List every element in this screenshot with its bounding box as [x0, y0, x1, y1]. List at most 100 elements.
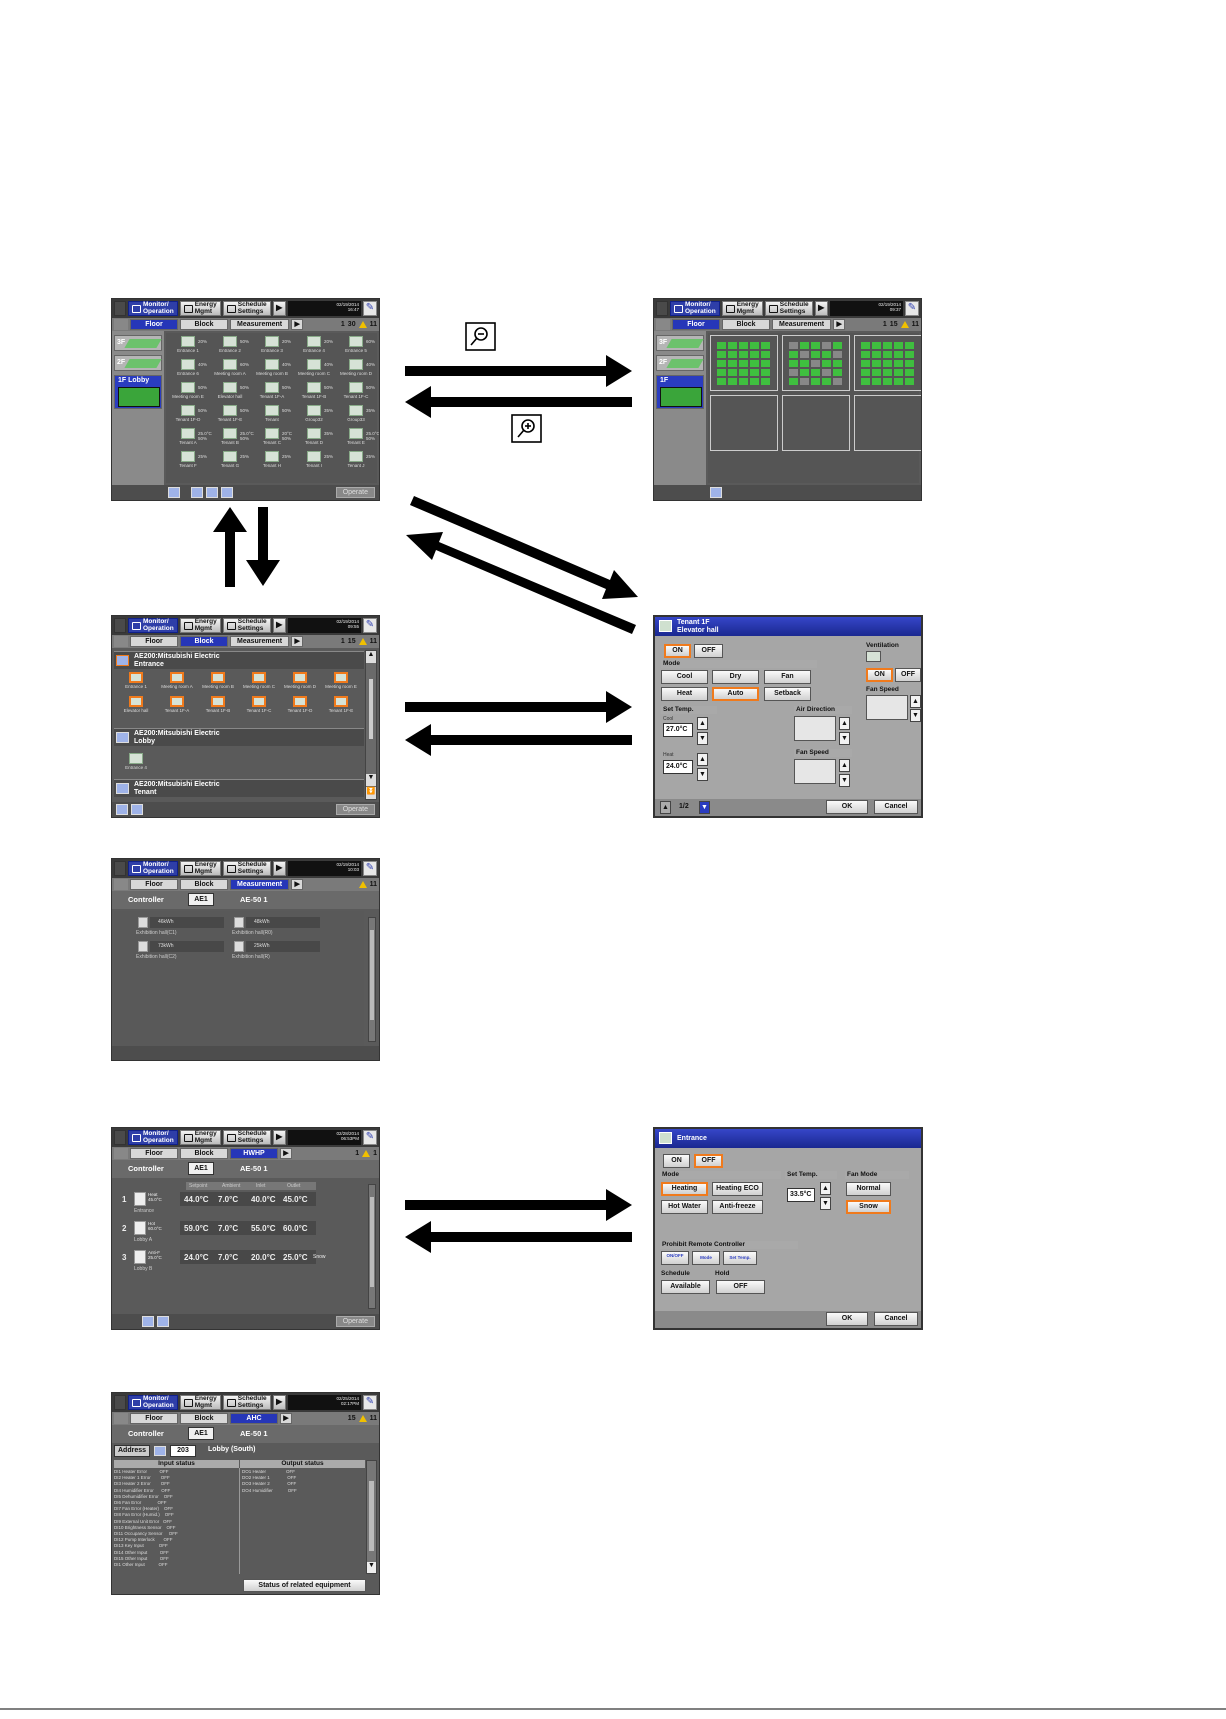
unit-item[interactable]: 50%Tenant 1F-D	[168, 405, 208, 422]
unit-item[interactable]: 50%Tenant 1F-E	[210, 405, 250, 422]
tab-block[interactable]: Block	[180, 636, 228, 647]
monitor-operation-button[interactable]: Monitor/ Operation	[670, 301, 720, 316]
set-temp-down-button[interactable]: ▼	[820, 1197, 831, 1210]
fan-normal-button[interactable]: Normal	[846, 1182, 891, 1196]
overview-block[interactable]	[710, 395, 778, 451]
unit-item[interactable]: Tenant 1F-E	[321, 696, 361, 713]
tab-prev-button[interactable]	[114, 319, 128, 330]
overview-block[interactable]	[854, 335, 921, 391]
unit-item[interactable]: 40%Entrance 6	[168, 359, 208, 376]
cancel-button[interactable]: Cancel	[874, 1312, 918, 1326]
unit-item[interactable]: Entrance 1	[116, 672, 156, 689]
off-button[interactable]: OFF	[694, 644, 723, 658]
operate-button[interactable]: Operate	[335, 804, 375, 815]
unit-entrance-4[interactable]: Entrance 4	[116, 753, 156, 770]
wrench-icon[interactable]: ✎	[905, 301, 919, 316]
mode-auto-button[interactable]: Auto	[712, 687, 759, 701]
unit-item[interactable]: 25%Tenant F	[168, 451, 208, 468]
set-temp-value[interactable]: 33.5°C	[787, 1188, 815, 1202]
zoom-out-icon[interactable]	[168, 487, 180, 498]
back-button[interactable]	[114, 618, 126, 633]
unit-item[interactable]: 25%Tenant J	[336, 451, 376, 468]
unit-item[interactable]: 20%Entrance 4	[294, 336, 334, 353]
schedule-settings-button[interactable]: Schedule Settings	[222, 1130, 271, 1145]
unit-item[interactable]: 50%Entrance 2	[210, 336, 250, 353]
on-button[interactable]: ON	[663, 1154, 690, 1168]
unit-item[interactable]: Tenant 1F-C	[239, 696, 279, 713]
unit-item[interactable]: Meeting room A	[157, 672, 197, 689]
off-button[interactable]: OFF	[694, 1154, 723, 1168]
scroll-thumb[interactable]	[369, 1481, 374, 1551]
unit-item[interactable]: 50%Tenant	[252, 405, 292, 422]
schedule-settings-button[interactable]: Schedule Settings	[222, 618, 271, 633]
back-button[interactable]	[114, 1130, 126, 1145]
set-temp-up-button[interactable]: ▲	[820, 1182, 831, 1195]
energy-mgmt-button[interactable]: Energy Mgmt	[179, 861, 221, 876]
tab-prev-button[interactable]	[114, 1413, 128, 1424]
ventilation-fan-up-button[interactable]: ▲	[910, 695, 921, 708]
scrollbar[interactable]: ▲ ▼ ⏬	[365, 650, 377, 800]
unit-item[interactable]: 25%Tenant H	[252, 451, 292, 468]
unit-item[interactable]: 20%Entrance 3	[252, 336, 292, 353]
tab-prev-button[interactable]	[114, 636, 128, 647]
energy-mgmt-button[interactable]: Energy Mgmt	[179, 1395, 221, 1410]
unit-item[interactable]: Elevator hall	[116, 696, 156, 713]
overview-block[interactable]	[782, 335, 850, 391]
operate-button[interactable]: Operate	[335, 1316, 375, 1327]
unit-item[interactable]: 25.0°C 50%Tenant E	[336, 428, 379, 445]
tab-next-button[interactable]: ▶	[291, 636, 304, 647]
mode-heat-button[interactable]: Heat	[661, 687, 708, 701]
schedule-value-button[interactable]: Available	[661, 1280, 710, 1294]
tab-next-button[interactable]: ▶	[291, 319, 304, 330]
floor-item-1f-lobby[interactable]: 1F Lobby	[114, 375, 162, 409]
scrollbar[interactable]	[368, 917, 376, 1042]
tab-measurement[interactable]: Measurement	[230, 319, 290, 330]
unit-item[interactable]: Meeting room B	[198, 672, 238, 689]
tab-measurement[interactable]: Measurement	[230, 636, 290, 647]
wrench-icon[interactable]: ✎	[363, 301, 377, 316]
prohibit-mode-button[interactable]: Mode	[692, 1251, 720, 1265]
unit-item[interactable]: 50%Meeting room E	[168, 382, 208, 399]
schedule-settings-button[interactable]: Schedule Settings	[222, 861, 271, 876]
air-direction-down-button[interactable]: ▼	[839, 732, 850, 745]
mode-hot-water-button[interactable]: Hot Water	[661, 1200, 708, 1214]
fan-speed-down-button[interactable]: ▼	[839, 774, 850, 787]
unit-item[interactable]: 25.0°C 50%Tenant B	[210, 428, 254, 445]
unit-item[interactable]: 35%Group33	[336, 405, 376, 422]
zoom-in-icon[interactable]	[710, 487, 722, 498]
tab-block[interactable]: Block	[722, 319, 770, 330]
unit-item[interactable]: Meeting room E	[321, 672, 361, 689]
layout-icon[interactable]	[191, 487, 203, 498]
mode-fan-button[interactable]: Fan	[764, 670, 811, 684]
wrench-icon[interactable]: ✎	[363, 618, 377, 633]
tab-measurement[interactable]: Measurement	[772, 319, 832, 330]
floor-item-2f[interactable]: 2F	[114, 355, 162, 371]
cancel-button[interactable]: Cancel	[874, 800, 918, 814]
tab-hwhp[interactable]: HWHP	[230, 1148, 278, 1159]
operate-button[interactable]: Operate	[335, 487, 375, 498]
unit-item[interactable]: 40%Meeting room C	[294, 359, 334, 376]
address-value[interactable]: 203	[170, 1445, 196, 1457]
tab-next-button[interactable]: ▶	[833, 319, 846, 330]
block-group-header[interactable]: AE200:Mitsubishi Electric Tenant	[114, 779, 364, 797]
page-up-button[interactable]: ▲	[660, 801, 671, 814]
unit-item[interactable]: 25.0°C 50%Tenant A	[168, 428, 212, 445]
unit-item[interactable]: 50%Elevator hall	[210, 382, 250, 399]
tab-floor[interactable]: Floor	[130, 319, 178, 330]
ventilation-off-button[interactable]: OFF	[895, 668, 921, 682]
cool-temp-value[interactable]: 27.0°C	[663, 723, 693, 737]
tab-block[interactable]: Block	[180, 1413, 228, 1424]
back-button[interactable]	[656, 301, 668, 316]
floor-item-2f[interactable]: 2F	[656, 355, 704, 371]
ok-button[interactable]: OK	[826, 800, 868, 814]
tab-block[interactable]: Block	[180, 1148, 228, 1159]
swap-view-icon[interactable]	[142, 1316, 154, 1327]
unit-item[interactable]: 40%Meeting room D	[336, 359, 376, 376]
scroll-down-button[interactable]: ▼	[366, 774, 376, 786]
monitor-operation-button[interactable]: Monitor/ Operation	[128, 861, 178, 876]
energy-mgmt-button[interactable]: Energy Mgmt	[179, 618, 221, 633]
